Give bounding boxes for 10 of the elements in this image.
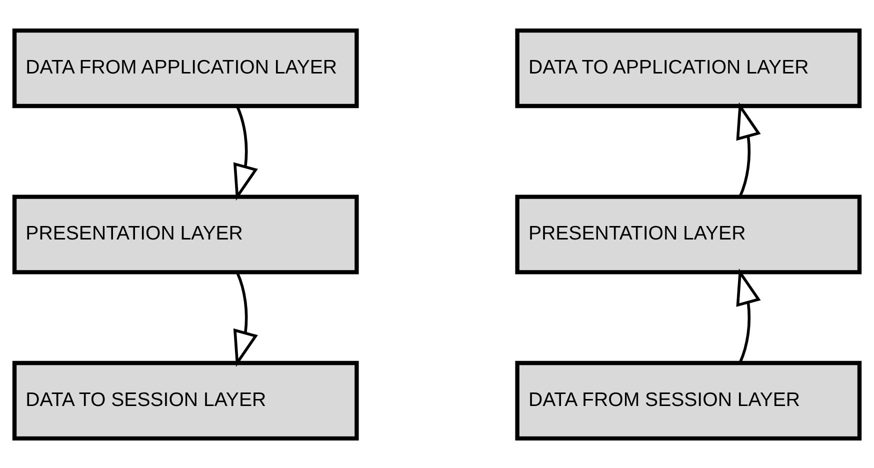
node-box: DATA FROM SESSION LAYER	[515, 360, 862, 440]
arrow	[233, 272, 258, 366]
arrow	[233, 105, 258, 200]
node-box: DATA TO SESSION LAYER	[12, 360, 359, 440]
node-box: DATA TO APPLICATION LAYER	[515, 28, 862, 108]
node-box: DATA FROM APPLICATION LAYER	[12, 28, 359, 108]
arrow	[736, 102, 761, 197]
node-box: PRESENTATION LAYER	[12, 194, 359, 274]
arrow	[736, 268, 761, 363]
node-box: PRESENTATION LAYER	[515, 194, 862, 274]
